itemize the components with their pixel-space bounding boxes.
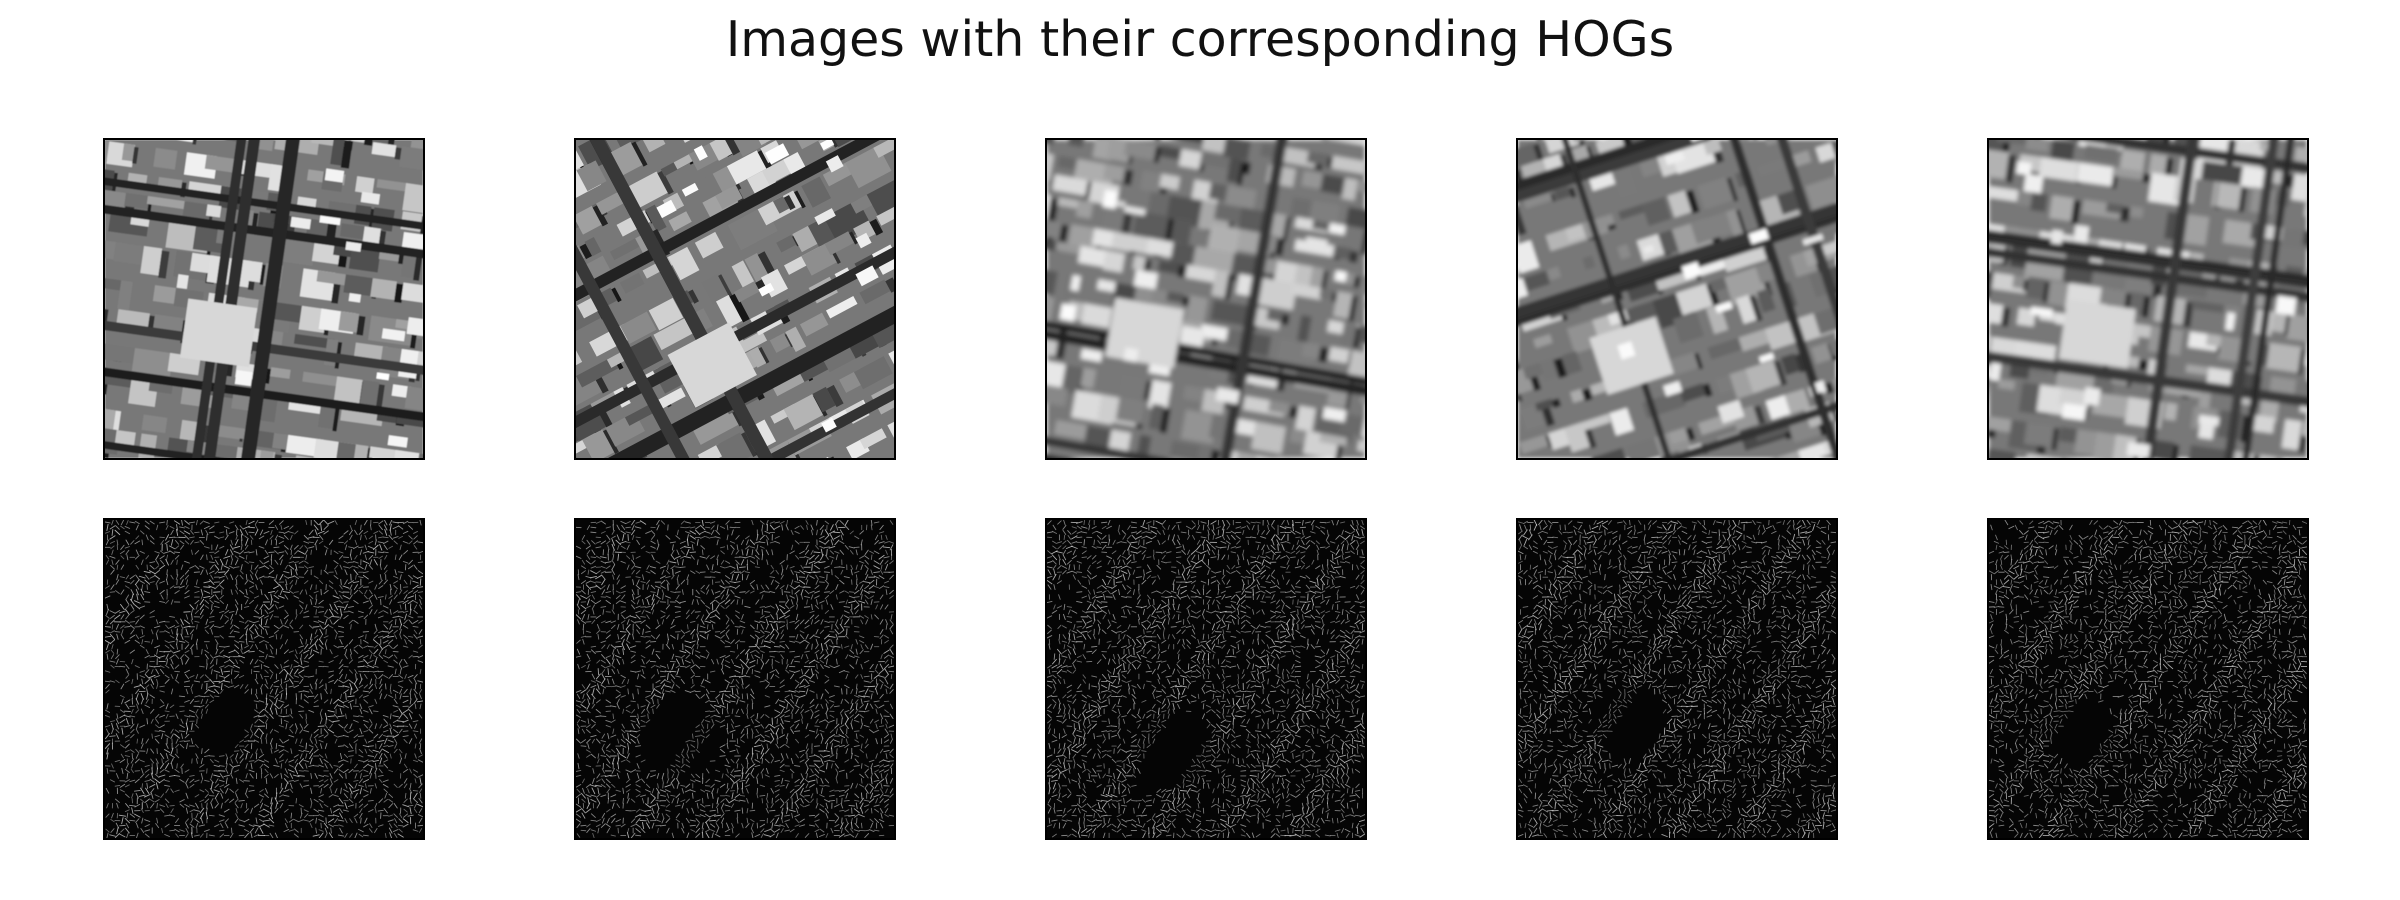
aerial-image-3 bbox=[1045, 138, 1367, 460]
hog-image-1 bbox=[103, 518, 425, 840]
hog-image-2 bbox=[574, 518, 896, 840]
hog-image-2-graphic bbox=[576, 520, 894, 838]
hog-image-5-graphic bbox=[1989, 520, 2307, 838]
hog-image-4-graphic bbox=[1518, 520, 1836, 838]
aerial-image-4-graphic bbox=[1518, 140, 1836, 458]
aerial-image-1 bbox=[103, 138, 425, 460]
hog-image-3-graphic bbox=[1047, 520, 1365, 838]
aerial-image-5 bbox=[1987, 138, 2309, 460]
aerial-image-4 bbox=[1516, 138, 1838, 460]
aerial-image-5-graphic bbox=[1989, 140, 2307, 458]
aerial-image-1-graphic bbox=[105, 140, 423, 458]
aerial-image-2-graphic bbox=[576, 140, 894, 458]
hog-image-1-graphic bbox=[105, 520, 423, 838]
aerial-image-2 bbox=[574, 138, 896, 460]
hog-image-3 bbox=[1045, 518, 1367, 840]
hog-image-5 bbox=[1987, 518, 2309, 840]
figure-title: Images with their corresponding HOGs bbox=[725, 11, 1675, 68]
hog-image-4 bbox=[1516, 518, 1838, 840]
aerial-image-3-graphic bbox=[1047, 140, 1365, 458]
